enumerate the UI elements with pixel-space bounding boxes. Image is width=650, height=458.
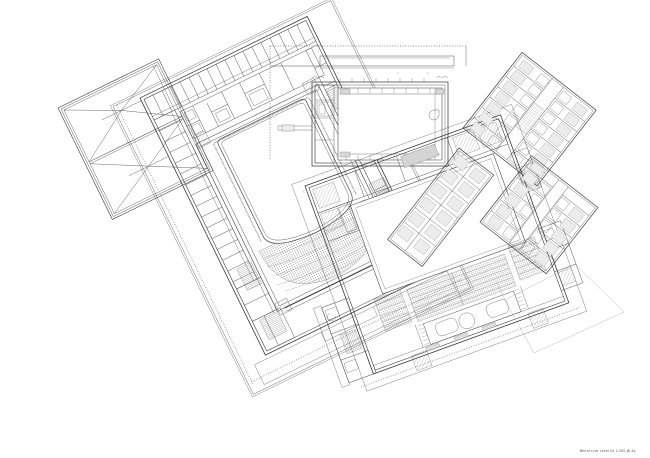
conference-block <box>291 104 587 392</box>
grid-ticks <box>151 92 306 194</box>
hotel-wing-south <box>479 155 599 275</box>
hotel-wing-north <box>462 51 597 187</box>
sawtooth-roof-block <box>57 58 214 220</box>
title-block-text: Beirut Live Level 04 1:200 @ A1 <box>579 449 636 454</box>
courtyard-block <box>269 45 467 167</box>
site-boundary <box>495 263 625 354</box>
title-block: Beirut Live Level 04 1:200 @ A1 <box>580 449 636 454</box>
hotel-wing-connector <box>387 147 495 267</box>
